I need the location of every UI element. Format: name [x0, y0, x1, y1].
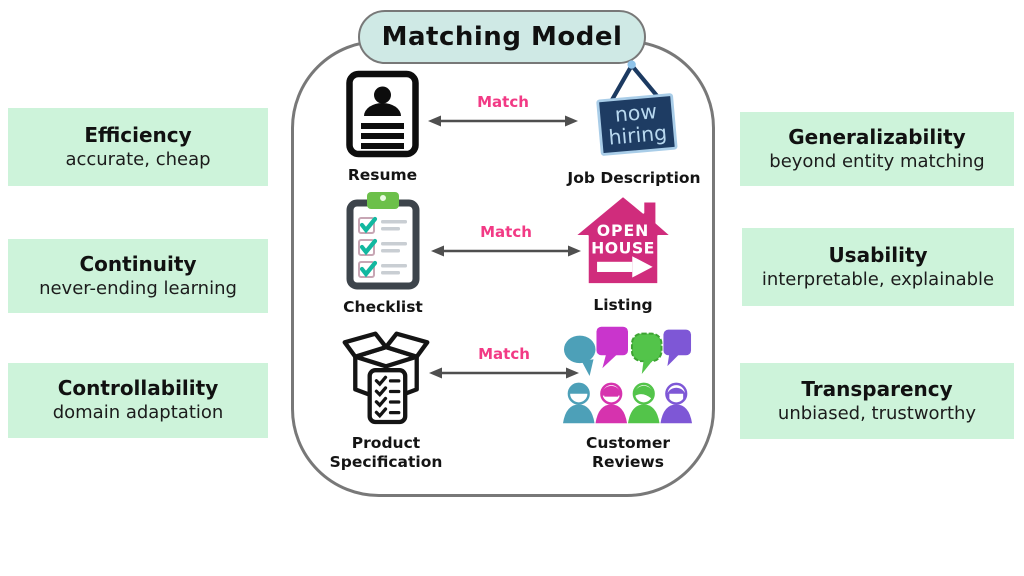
match-label: Match	[477, 93, 529, 111]
customer-reviews-figure: Customer Reviews	[563, 322, 693, 473]
match-group-2: Match	[431, 223, 581, 263]
benefit-subtitle: accurate, cheap	[65, 148, 211, 170]
checklist-label: Checklist	[343, 298, 423, 316]
benefit-box-controllability: Controllability domain adaptation	[8, 363, 268, 438]
sign-text-line2: hiring	[608, 121, 668, 150]
model-title-pill: Matching Model	[358, 10, 646, 64]
match-label: Match	[478, 345, 530, 363]
match-arrow-icon	[428, 113, 578, 133]
checklist-figure: Checklist	[343, 190, 423, 317]
benefit-subtitle: never-ending learning	[39, 277, 237, 299]
listing-label: Listing	[593, 296, 653, 314]
job-description-label: Job Description	[567, 169, 701, 187]
resume-figure: Resume	[345, 70, 420, 185]
open-house-icon: OPEN HOUSE	[573, 193, 673, 292]
match-arrow-icon	[429, 365, 579, 385]
model-container: Matching Model Resume Match	[291, 10, 715, 497]
model-title: Matching Model	[381, 22, 623, 52]
job-description-figure: now hiring Job Description	[567, 57, 701, 188]
match-arrow-icon	[431, 243, 581, 263]
benefit-box-efficiency: Efficiency accurate, cheap	[8, 108, 268, 186]
benefit-title: Controllability	[57, 376, 219, 401]
product-box-icon	[338, 322, 434, 430]
checklist-icon	[345, 190, 421, 294]
match-group-3: Match	[429, 345, 579, 385]
benefit-subtitle: unbiased, trustworthy	[777, 402, 977, 424]
benefit-box-generalizability: Generalizability beyond entity matching	[740, 112, 1014, 186]
listing-figure: OPEN HOUSE Listing	[573, 193, 673, 315]
product-specification-figure: Product Specification	[330, 322, 442, 473]
benefit-title: Efficiency	[84, 122, 192, 147]
customer-reviews-icon	[563, 322, 693, 430]
customer-reviews-label: Customer Reviews	[585, 434, 670, 472]
sign-text-line1: now	[614, 99, 658, 127]
benefit-box-usability: Usability interpretable, explainable	[742, 228, 1014, 306]
benefit-box-transparency: Transparency unbiased, trustworthy	[740, 363, 1014, 439]
benefit-title: Usability	[828, 242, 928, 267]
now-hiring-sign-icon: now hiring	[583, 57, 685, 165]
benefit-title: Generalizability	[788, 124, 966, 149]
benefit-box-continuity: Continuity never-ending learning	[8, 239, 268, 313]
benefit-subtitle: beyond entity matching	[769, 150, 985, 172]
resume-icon	[345, 70, 420, 162]
house-text-line2: HOUSE	[591, 238, 655, 257]
product-specification-label: Product Specification	[329, 434, 443, 472]
resume-label: Resume	[347, 166, 418, 184]
benefit-subtitle: domain adaptation	[52, 402, 224, 424]
match-group-1: Match	[428, 93, 578, 133]
match-label: Match	[480, 223, 532, 241]
benefit-title: Continuity	[79, 251, 197, 276]
benefit-subtitle: interpretable, explainable	[761, 268, 995, 290]
house-text-line1: OPEN	[597, 221, 650, 240]
benefit-title: Transparency	[801, 376, 953, 401]
